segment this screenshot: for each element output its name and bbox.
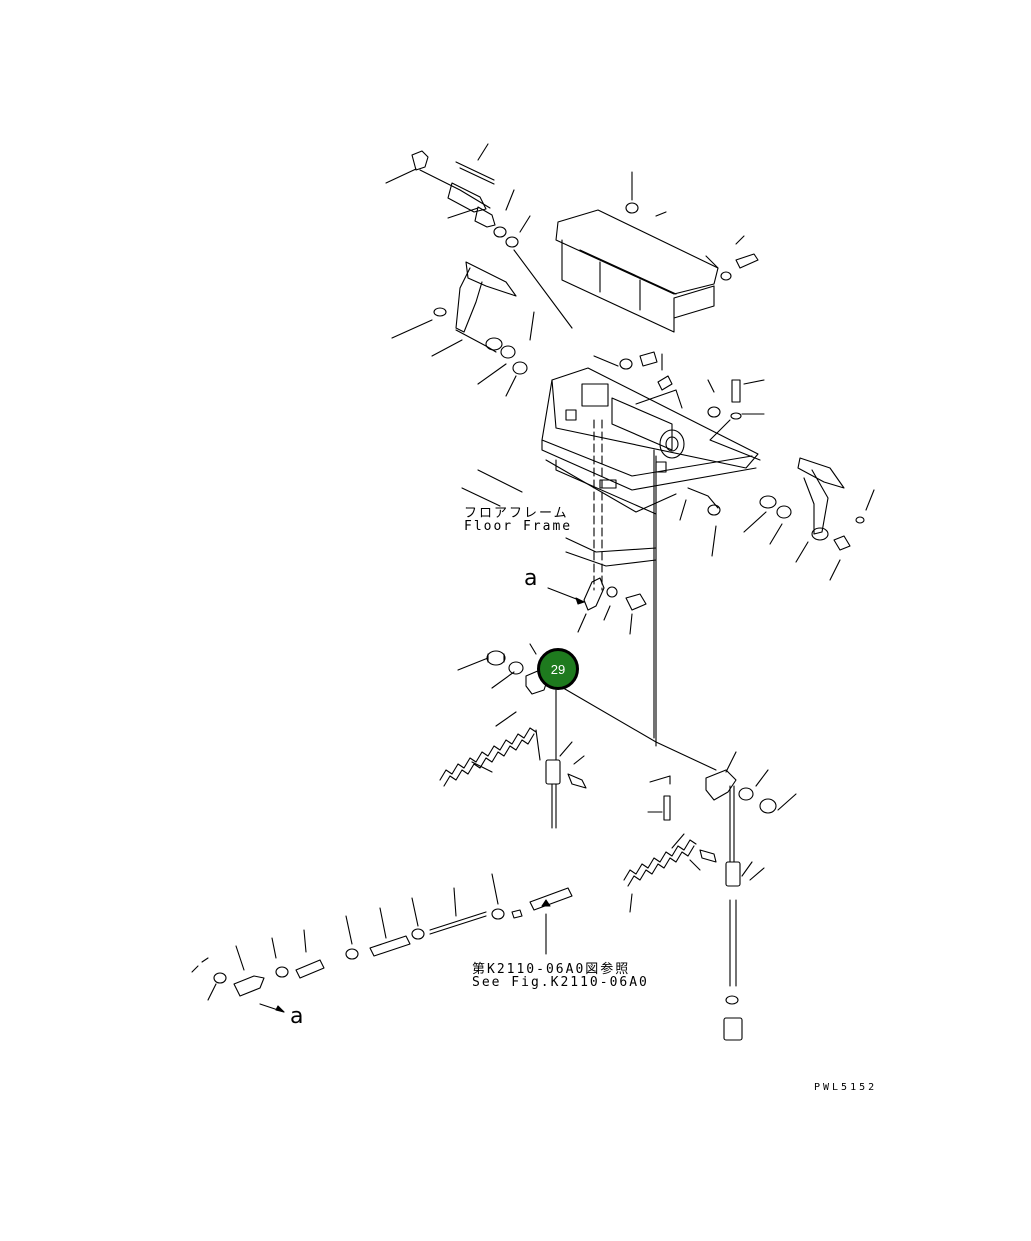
left-pedal [391, 261, 535, 397]
marker-a-top: a [524, 566, 538, 591]
bushing-group [457, 643, 549, 695]
linkage-rods [545, 419, 717, 771]
cable-parts [191, 873, 573, 1013]
floor-frame-leaders [461, 459, 677, 567]
top-left-fitting-assembly [385, 143, 573, 329]
floor-frame-label-en: Floor Frame [464, 519, 573, 534]
left-clevis [535, 729, 587, 829]
drawing-number: PWL5152 [814, 1082, 878, 1093]
see-fig-label-en: See Fig.K2110-06A0 [472, 975, 649, 990]
pedal-frame [541, 351, 765, 515]
right-bracket [647, 751, 797, 1041]
part-callout-29[interactable]: 29 [537, 648, 579, 690]
see-fig-label-jp: 第K2110-06A0図参照 [472, 962, 631, 977]
cover-plate [555, 171, 759, 333]
lever-arm-a [547, 577, 647, 635]
marker-a-bottom: a [290, 1004, 304, 1029]
floor-frame-label-jp: フロアフレーム [464, 506, 569, 521]
springs [439, 711, 697, 913]
right-pedal [679, 457, 875, 581]
